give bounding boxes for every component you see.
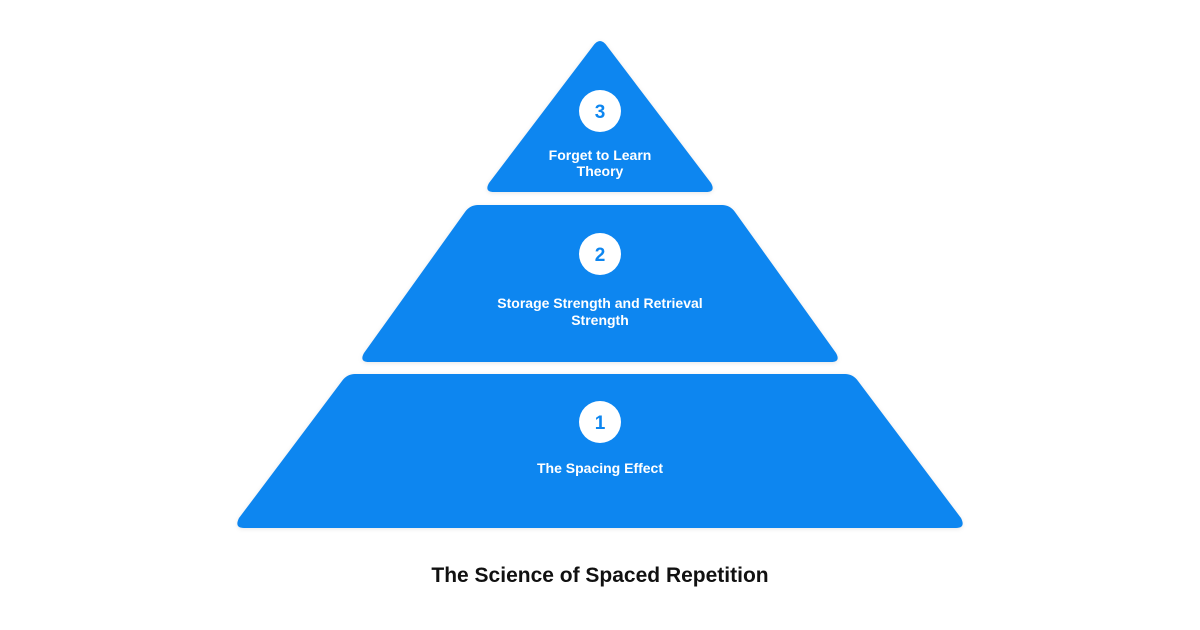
pyramid-tier-3: 3 Forget to Learn Theory	[487, 41, 713, 192]
tier-1-label-line-1: The Spacing Effect	[537, 460, 663, 476]
tier-1-number-badge	[579, 401, 621, 443]
pyramid-tier-1: 1 The Spacing Effect	[237, 374, 963, 528]
tier-3-label-line-1: Forget to Learn	[549, 147, 652, 163]
tier-3-label-line-2: Theory	[577, 163, 624, 179]
tier-2-shape	[362, 205, 838, 362]
tier-2-number-badge	[579, 233, 621, 275]
tier-1-shape	[237, 374, 963, 528]
tier-3-number: 3	[595, 102, 606, 123]
tier-1-number: 1	[595, 413, 606, 434]
diagram-title: The Science of Spaced Repetition	[431, 564, 769, 587]
pyramid-tier-2: 2 Storage Strength and Retrieval Strengt…	[362, 205, 838, 362]
tier-3-number-badge	[579, 90, 621, 132]
tier-2-label-line-2: Strength	[571, 312, 629, 328]
tier-2-label-line-1: Storage Strength and Retrieval	[497, 295, 702, 311]
tier-2-number: 2	[595, 245, 606, 266]
